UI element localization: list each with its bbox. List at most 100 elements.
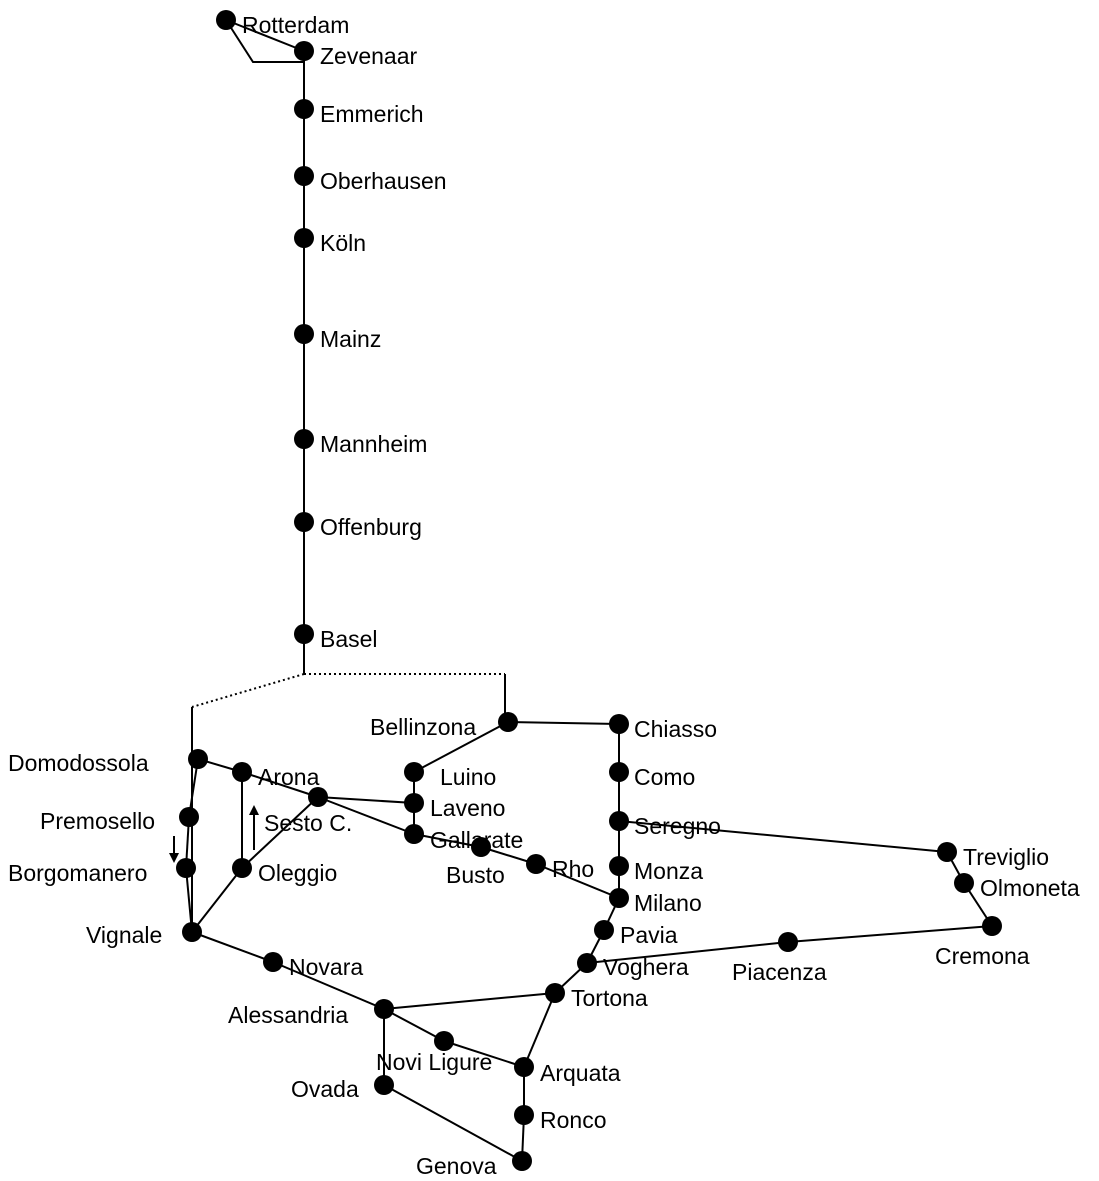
station-offenburg: Offenburg	[294, 512, 422, 540]
station-dot	[179, 807, 199, 827]
station-label: Sesto C.	[264, 810, 352, 836]
station-label: Milano	[634, 890, 702, 916]
station-dot	[232, 858, 252, 878]
station-dot	[176, 858, 196, 878]
direction-arrows	[169, 805, 259, 863]
rail-segment-gallarate-busto	[413, 833, 482, 848]
station-dot	[609, 856, 629, 876]
station-label: Zevenaar	[320, 43, 418, 69]
station-label: Olmoneta	[980, 875, 1080, 901]
station-voghera: Voghera	[577, 953, 689, 980]
station-treviglio: Treviglio	[937, 842, 1049, 870]
station-label: Luino	[440, 764, 496, 790]
station-label: Tortona	[571, 985, 648, 1011]
station-domodossola: Domodossola	[8, 749, 208, 776]
station-gallarate: Gallarate	[404, 824, 523, 853]
station-label: Genova	[416, 1153, 497, 1179]
station-label: Cremona	[935, 943, 1030, 969]
station-dot	[609, 762, 629, 782]
rail-segment-tortona-arquata	[523, 992, 556, 1068]
station-label: Mainz	[320, 326, 381, 352]
station-dot	[294, 166, 314, 186]
rail-segment-novara-alessandria	[272, 961, 385, 1010]
station-label: Oberhausen	[320, 168, 447, 194]
station-mannheim: Mannheim	[294, 429, 427, 457]
station-dot	[404, 762, 424, 782]
station-dot	[294, 512, 314, 532]
station-borgomanero: Borgomanero	[8, 858, 196, 886]
station-dot	[937, 842, 957, 862]
station-dot	[471, 837, 491, 857]
station-dot	[609, 888, 629, 908]
rail-segment-vignale-oleggio	[191, 867, 243, 933]
station-novi: Novi Ligure	[376, 1031, 492, 1075]
station-label: Borgomanero	[8, 860, 147, 886]
station-chiasso: Chiasso	[609, 714, 717, 742]
station-dot	[514, 1057, 534, 1077]
station-oleggio: Oleggio	[232, 858, 337, 886]
station-dot	[294, 99, 314, 119]
station-label: Vignale	[86, 922, 162, 948]
station-label: Premosello	[40, 808, 155, 834]
rail-segment-rotterdam-zevenaar	[225, 19, 305, 52]
rail-segment-alessandria-tortona	[383, 992, 556, 1010]
station-basel: Basel	[294, 624, 378, 652]
station-alessandria: Alessandria	[228, 999, 394, 1028]
station-dot	[526, 854, 546, 874]
station-premosello: Premosello	[40, 807, 199, 834]
station-label: Alessandria	[228, 1002, 348, 1028]
station-emmerich: Emmerich	[294, 99, 424, 127]
station-label: Mannheim	[320, 431, 427, 457]
rail-segment-sesto-gallarate	[317, 796, 415, 835]
station-genova: Genova	[416, 1151, 532, 1179]
station-dot	[294, 41, 314, 61]
station-bellinzona: Bellinzona	[370, 712, 518, 740]
station-olmoneta: Olmoneta	[954, 873, 1080, 901]
station-oberhausen: Oberhausen	[294, 166, 447, 194]
rail-segment-borgomanero-vignale	[185, 867, 193, 933]
station-dot	[404, 793, 424, 813]
station-rho: Rho	[526, 854, 594, 882]
station-dot	[374, 999, 394, 1019]
station-dot	[294, 429, 314, 449]
station-dot	[294, 228, 314, 248]
rail-segment-seregno-treviglio	[618, 820, 948, 853]
station-dot	[954, 873, 974, 893]
rail-segment-bellinzona-chiasso	[507, 721, 620, 725]
rail-segment-bellinzona-luino	[413, 721, 509, 773]
station-label: Piacenza	[732, 959, 827, 985]
station-label: Basel	[320, 626, 378, 652]
station-vignale: Vignale	[86, 922, 202, 948]
station-label: Arquata	[540, 1060, 621, 1086]
station-cremona: Cremona	[935, 916, 1030, 969]
station-label: Oleggio	[258, 860, 337, 886]
station-dot	[374, 1075, 394, 1095]
station-label: Monza	[634, 858, 703, 884]
station-piacenza: Piacenza	[732, 932, 827, 985]
station-monza: Monza	[609, 856, 703, 884]
station-label: Seregno	[634, 813, 721, 839]
station-label: Bellinzona	[370, 714, 476, 740]
station-dot	[609, 714, 629, 734]
station-label: Treviglio	[963, 844, 1049, 870]
station-label: Novi Ligure	[376, 1049, 492, 1075]
station-dot	[778, 932, 798, 952]
station-label: Emmerich	[320, 101, 424, 127]
station-tortona: Tortona	[545, 983, 648, 1011]
station-rotterdam: Rotterdam	[216, 10, 349, 38]
station-dot	[609, 811, 629, 831]
station-pavia: Pavia	[594, 920, 678, 948]
station-label: Pavia	[620, 922, 678, 948]
station-dot	[498, 712, 518, 732]
station-novara: Novara	[263, 952, 363, 980]
station-arona: Arona	[232, 762, 320, 790]
station-dot	[294, 324, 314, 344]
rail-segment-alessandria-novi	[383, 1008, 445, 1042]
station-dot	[545, 983, 565, 1003]
station-label: Busto	[446, 862, 505, 888]
station-dot	[514, 1105, 534, 1125]
station-label: Laveno	[430, 795, 505, 821]
rail-segment-ovada-genova	[383, 1084, 523, 1162]
station-laveno: Laveno	[404, 793, 505, 821]
